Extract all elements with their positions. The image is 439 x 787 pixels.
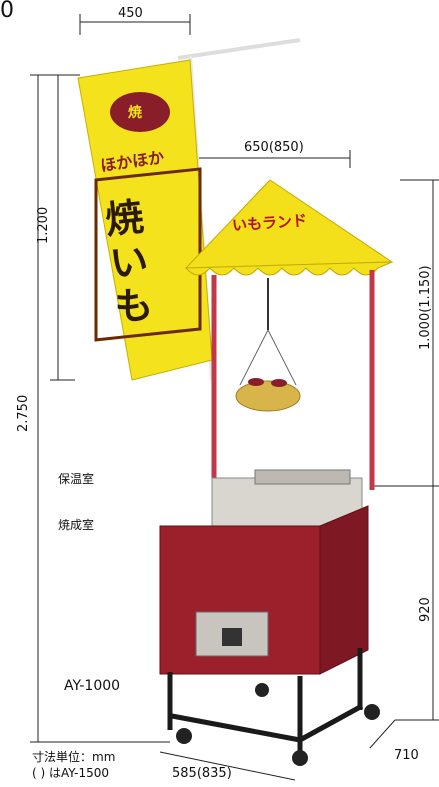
dim-front-width: 585(835) [172, 766, 232, 781]
dim-depth: 710 [394, 748, 419, 763]
banner-badge: 焼 [128, 105, 142, 121]
label-baking-room: 焼成室 [58, 518, 95, 532]
cart [159, 469, 380, 766]
label-model: AY-1000 [64, 678, 121, 694]
dim-canopy-width: 650(850) [244, 140, 304, 155]
dim-canopy-height: 1.000(1.150) [418, 265, 433, 350]
canopy [184, 179, 394, 490]
dimension-lines [30, 14, 439, 781]
dim-cart-height: 920 [418, 597, 433, 622]
dim-total-height: 2.750 [16, 394, 31, 432]
label-warming-room: 保温室 [58, 472, 95, 486]
dim-top-width: 450 [118, 6, 143, 21]
corner-text: 0 [0, 0, 14, 23]
dim-flag-height: 1.200 [36, 206, 51, 244]
footnote-units: 寸法単位：mm [32, 750, 116, 764]
footnote-variant: ( ) はAY-1500 [32, 766, 110, 780]
